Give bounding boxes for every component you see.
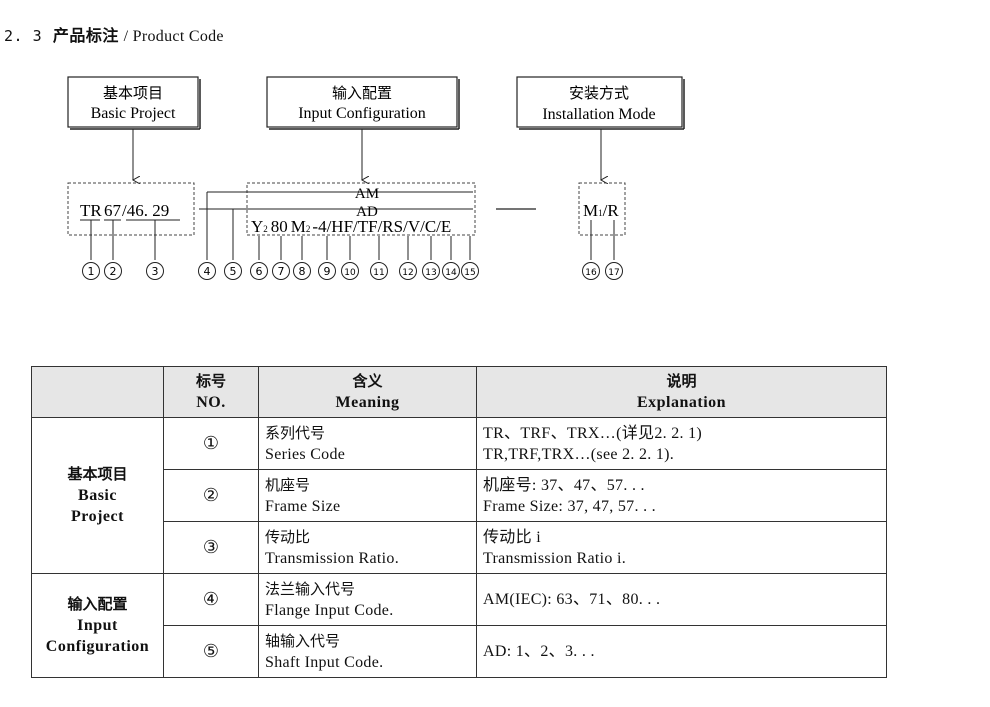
svg-text:13: 13 xyxy=(425,268,436,278)
code-series: TR xyxy=(80,201,102,220)
header-explanation: 说明 Explanation xyxy=(476,366,887,418)
svg-text:15: 15 xyxy=(464,268,475,278)
row-meaning: 传动比 Transmission Ratio. xyxy=(258,521,477,574)
section-title-en: / Product Code xyxy=(123,28,224,45)
section-title-cn: 产品标注 xyxy=(52,26,119,45)
svg-text:2: 2 xyxy=(110,265,117,278)
row-no: ① xyxy=(163,417,259,470)
table-row: ⑤ 轴输入代号 Shaft Input Code. AD: 1、2、3. . . xyxy=(32,625,887,678)
box-input-configuration: 输入配置 Input Configuration xyxy=(266,76,460,130)
row-meaning: 系列代号 Series Code xyxy=(258,417,477,470)
marker-9: 9 xyxy=(318,262,336,280)
am-label: AM xyxy=(355,186,379,202)
code-size: 67 xyxy=(104,201,122,220)
marker-10: 10 xyxy=(341,262,359,280)
code-mount: M1/R xyxy=(583,201,619,220)
row-explanation: 传动比 i Transmission Ratio i. xyxy=(476,521,887,574)
section-number: 2. 3 xyxy=(4,27,43,45)
header-empty xyxy=(31,366,164,418)
svg-text:4: 4 xyxy=(204,265,211,278)
box-install-cn: 安装方式 xyxy=(569,84,629,102)
marker-13: 13 xyxy=(422,262,440,280)
row-no: ⑤ xyxy=(163,625,259,678)
ad-label: AD xyxy=(356,204,378,220)
box-basic-en: Basic Project xyxy=(91,105,176,122)
table-row: 基本项目 Basic Project ① 系列代号 Series Code TR… xyxy=(31,417,887,574)
svg-text:16: 16 xyxy=(585,268,597,278)
marker-17: 17 xyxy=(605,262,623,280)
row-explanation: AM(IEC): 63、71、80. . . xyxy=(476,573,887,626)
marker-2: 2 xyxy=(104,262,122,280)
box-installation-mode: 安装方式 Installation Mode xyxy=(516,76,685,130)
marker-row: 1 2 3 4 5 6 7 8 9 10 11 12 13 14 15 16 1… xyxy=(82,262,623,280)
code-ratio: /46. 29 xyxy=(122,201,169,220)
product-code-diagram: 基本项目 Basic Project 输入配置 Input Configurat… xyxy=(67,76,685,280)
group-basic-project: 基本项目 Basic Project xyxy=(31,417,164,574)
header-meaning: 含义 Meaning xyxy=(258,366,477,418)
svg-text:8: 8 xyxy=(299,265,306,278)
section-heading: 2. 3 产品标注 / Product Code xyxy=(4,22,224,46)
row-no: ② xyxy=(163,469,259,522)
marker-7: 7 xyxy=(272,262,290,280)
box-install-en: Installation Mode xyxy=(542,106,655,123)
table-header-row: 标号 NO. 含义 Meaning 说明 Explanation xyxy=(31,366,887,418)
marker-15: 15 xyxy=(461,262,479,280)
marker-4: 4 xyxy=(198,262,216,280)
svg-text:14: 14 xyxy=(445,268,457,278)
row-meaning: 机座号 Frame Size xyxy=(258,469,477,522)
svg-text:11: 11 xyxy=(373,268,384,278)
box-basic-project: 基本项目 Basic Project xyxy=(67,76,201,130)
svg-text:17: 17 xyxy=(608,268,619,278)
svg-text:6: 6 xyxy=(256,265,263,278)
marker-11: 11 xyxy=(370,262,388,280)
marker-14: 14 xyxy=(442,262,460,280)
svg-text:9: 9 xyxy=(324,265,331,278)
table-row: 输入配置 Input Configuration ④ 法兰输入代号 Flange… xyxy=(31,573,887,678)
marker-1: 1 xyxy=(82,262,100,280)
marker-5: 5 xyxy=(224,262,242,280)
row-meaning: 法兰输入代号 Flange Input Code. xyxy=(258,573,477,626)
group-input-configuration: 输入配置 Input Configuration xyxy=(31,573,164,678)
dashed-basic-box xyxy=(67,182,195,236)
svg-text:1: 1 xyxy=(88,265,95,278)
code-explanation-table: 标号 NO. 含义 Meaning 说明 Explanation 基本项目 Ba… xyxy=(31,366,887,678)
row-explanation: 机座号: 37、47、57. . . Frame Size: 37, 47, 5… xyxy=(476,469,887,522)
marker-6: 6 xyxy=(250,262,268,280)
svg-text:12: 12 xyxy=(402,268,413,278)
row-meaning: 轴输入代号 Shaft Input Code. xyxy=(258,625,477,678)
svg-text:10: 10 xyxy=(344,268,356,278)
row-no: ④ xyxy=(163,573,259,626)
dashed-mount-box xyxy=(578,182,626,236)
marker-12: 12 xyxy=(399,262,417,280)
marker-16: 16 xyxy=(582,262,600,280)
svg-text:5: 5 xyxy=(230,265,237,278)
table-row: ② 机座号 Frame Size 机座号: 37、47、57. . . Fram… xyxy=(32,469,887,522)
row-explanation: TR、TRF、TRX…(详见2. 2. 1) TR,TRF,TRX…(see 2… xyxy=(476,417,887,470)
marker-3: 3 xyxy=(146,262,164,280)
svg-text:3: 3 xyxy=(152,265,159,278)
box-basic-cn: 基本项目 xyxy=(103,84,163,102)
row-explanation: AD: 1、2、3. . . xyxy=(476,625,887,678)
svg-text:7: 7 xyxy=(278,265,285,278)
marker-8: 8 xyxy=(293,262,311,280)
row-no: ③ xyxy=(163,521,259,574)
box-input-en: Input Configuration xyxy=(298,105,426,122)
box-input-cn: 输入配置 xyxy=(332,84,392,102)
header-no: 标号 NO. xyxy=(163,366,259,418)
